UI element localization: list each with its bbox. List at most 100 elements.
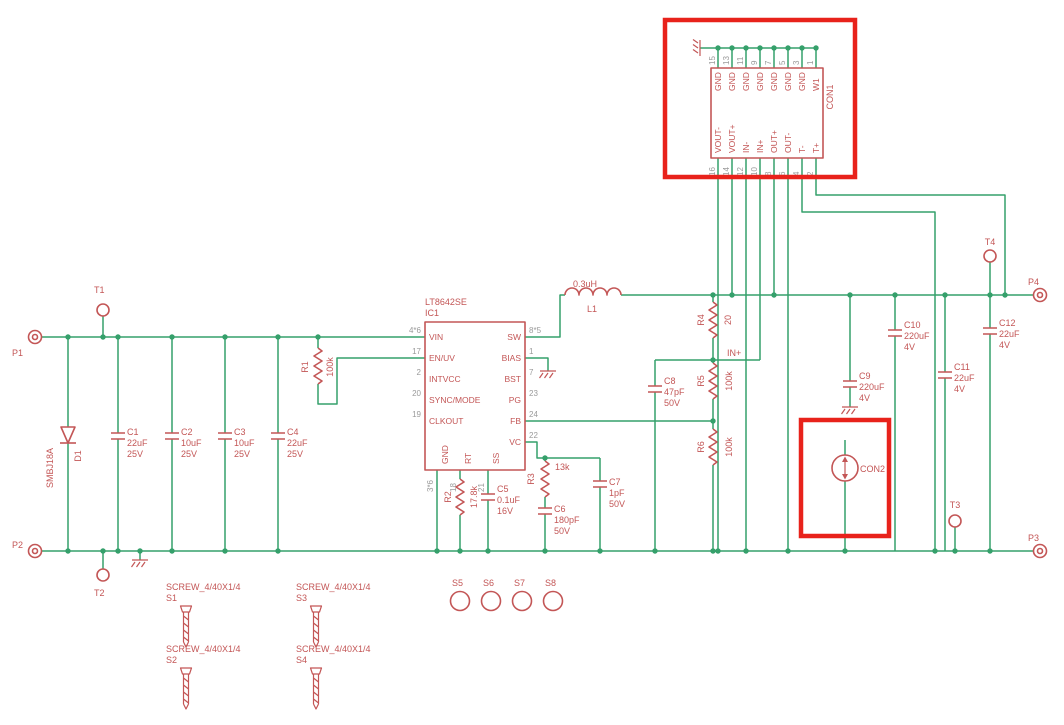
junction-dot bbox=[952, 548, 958, 554]
pin-number: 8 bbox=[764, 171, 773, 176]
cap-ref: C9 bbox=[859, 371, 871, 381]
testpoint-t1: T1 bbox=[94, 285, 110, 317]
port-p2: P2 bbox=[12, 540, 43, 559]
pin-name: VIN bbox=[429, 332, 443, 342]
res-value: 20 bbox=[723, 315, 733, 325]
testpoint-label: T1 bbox=[94, 285, 105, 295]
cap-voltage: 25V bbox=[127, 449, 143, 459]
res-ref: R5 bbox=[696, 375, 706, 387]
highlight-box-con2 bbox=[798, 417, 892, 539]
ind-value: 0.3uH bbox=[573, 279, 597, 289]
screw-s1: SCREW_4/40X1/4 S1 bbox=[166, 582, 241, 648]
junction-dot bbox=[715, 45, 721, 51]
junction-dot bbox=[847, 292, 853, 298]
pin-name: GND bbox=[769, 72, 779, 91]
screw-ref: S3 bbox=[296, 593, 307, 603]
diode-ref: D1 bbox=[73, 450, 83, 462]
junction-dot bbox=[715, 548, 721, 554]
pin-number: 2 bbox=[806, 171, 815, 176]
cap-voltage: 25V bbox=[181, 449, 197, 459]
pin-number: 10 bbox=[750, 167, 759, 176]
screw-s3: SCREW_4/40X1/4 S3 bbox=[296, 582, 371, 648]
junction-dot bbox=[942, 292, 948, 298]
junction-dot bbox=[137, 548, 143, 554]
cap-ref: C8 bbox=[664, 376, 676, 386]
res-ref: R2 bbox=[443, 491, 453, 503]
cap-ref: C10 bbox=[904, 320, 921, 330]
screw-icon bbox=[309, 667, 323, 710]
screw-ref: S2 bbox=[166, 655, 177, 665]
junction-dot bbox=[65, 334, 71, 340]
pin-name: GND bbox=[713, 72, 723, 91]
diode-value: SMBJ18A bbox=[45, 448, 55, 488]
pin-name: BST bbox=[504, 374, 521, 384]
pin-name: GND bbox=[440, 445, 450, 464]
cap-voltage: 4V bbox=[859, 393, 870, 403]
junction-dot bbox=[710, 548, 716, 554]
screw-value: SCREW_4/40X1/4 bbox=[296, 582, 371, 592]
res-value: 100k bbox=[724, 437, 734, 457]
screw-icon bbox=[179, 667, 193, 710]
cap-voltage: 25V bbox=[234, 449, 250, 459]
junction-dot bbox=[542, 455, 548, 461]
testpoint-label: T3 bbox=[950, 500, 961, 510]
screw-value: SCREW_4/40X1/4 bbox=[166, 644, 241, 654]
capacitor-c10: C10 220uF 4V bbox=[888, 320, 930, 352]
pin-number: 3*6 bbox=[426, 479, 435, 492]
cap-value: 180pF bbox=[554, 515, 580, 525]
cap-ref: C2 bbox=[181, 427, 193, 437]
junction-dot bbox=[169, 548, 175, 554]
pin-name: IN- bbox=[741, 142, 751, 154]
junction-dot bbox=[757, 45, 763, 51]
capacitor-c1: C1 22uF 25V bbox=[111, 427, 148, 459]
pin-name: OUT- bbox=[783, 133, 793, 153]
junction-dot bbox=[315, 334, 321, 340]
pin-name: RT bbox=[463, 453, 473, 464]
resistor-r1: R1 100k bbox=[300, 347, 335, 385]
pin-name: INTVCC bbox=[429, 374, 461, 384]
pin-name: IN+ bbox=[755, 140, 765, 154]
cap-voltage: 4V bbox=[954, 384, 965, 394]
hole-label: S5 bbox=[452, 578, 463, 588]
pin-name: SS bbox=[491, 452, 501, 464]
pin-number: 4*6 bbox=[409, 326, 422, 335]
testpoint-t4: T4 bbox=[983, 237, 997, 263]
cap-value: 22uF bbox=[287, 438, 308, 448]
pin-number: 20 bbox=[412, 389, 421, 398]
res-ref: R6 bbox=[696, 441, 706, 453]
resistor-r2: R2 17.8k bbox=[443, 478, 479, 516]
cap-value: 22uF bbox=[954, 373, 975, 383]
res-value: 100k bbox=[724, 371, 734, 391]
port-label: P1 bbox=[12, 348, 23, 358]
cap-value: 22uF bbox=[127, 438, 148, 448]
res-value: 100k bbox=[325, 357, 335, 377]
junction-dot bbox=[652, 548, 658, 554]
cap-ref: C11 bbox=[954, 362, 970, 372]
cap-voltage: 4V bbox=[904, 342, 915, 352]
capacitor-c11: C11 22uF 4V bbox=[938, 362, 975, 394]
res-value: 13k bbox=[555, 462, 570, 472]
junction-dot bbox=[710, 292, 716, 298]
pin-number: 5 bbox=[778, 60, 787, 65]
junction-dots bbox=[65, 45, 1008, 554]
ground-icon bbox=[840, 406, 859, 415]
junction-dot bbox=[1002, 292, 1008, 298]
res-value: 17.8k bbox=[469, 485, 479, 508]
port-p4: P4 bbox=[1028, 277, 1048, 303]
junction-dot bbox=[169, 334, 175, 340]
pin-number: 6 bbox=[778, 171, 787, 176]
cap-voltage: 50V bbox=[609, 499, 625, 509]
connector-con2: CON2 bbox=[831, 454, 885, 482]
mount-hole-s6: S6 bbox=[480, 578, 502, 612]
junction-dot bbox=[729, 292, 735, 298]
junction-dot bbox=[100, 548, 106, 554]
ground-icon bbox=[538, 370, 557, 379]
pin-number: 4 bbox=[792, 171, 801, 176]
junction-dot bbox=[785, 45, 791, 51]
connector-ref: CON2 bbox=[860, 464, 885, 474]
junction-dot bbox=[771, 45, 777, 51]
cap-ref: C3 bbox=[234, 427, 246, 437]
res-ref: R4 bbox=[696, 314, 706, 326]
pin-number: 17 bbox=[412, 347, 421, 356]
